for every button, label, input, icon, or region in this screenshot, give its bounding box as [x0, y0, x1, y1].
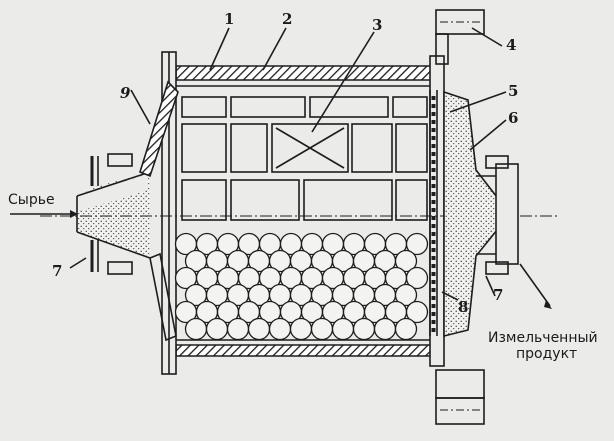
callout-5: 5 — [508, 82, 518, 100]
grate-slot — [431, 264, 436, 268]
callout-8: 8 — [458, 298, 468, 316]
grinding-ball — [268, 317, 292, 341]
grate-slot — [431, 296, 436, 300]
grate-slot — [431, 96, 436, 100]
grate-slot — [431, 240, 436, 244]
grate-slot — [431, 104, 436, 108]
grinding-ball — [405, 266, 429, 290]
inlet-label: Сырье — [8, 192, 55, 208]
callout-4: 4 — [506, 36, 516, 54]
grate-slot — [431, 256, 436, 260]
grinding-ball — [394, 249, 418, 273]
grinding-ball — [184, 317, 208, 341]
callout-7-right: 7 — [493, 286, 503, 304]
grate-slot — [431, 288, 436, 292]
grate-slot — [431, 152, 436, 156]
outlet-trunnion — [443, 90, 519, 338]
grinding-ball — [373, 317, 397, 341]
grate-slot — [431, 136, 436, 140]
grinding-ball — [394, 283, 418, 307]
left-bearing — [90, 153, 133, 275]
callout-6: 6 — [508, 109, 518, 127]
grate-slot — [431, 160, 436, 164]
grinding-ball — [331, 317, 355, 341]
callout-7-left: 7 — [52, 262, 62, 280]
inlet-cover — [139, 80, 179, 342]
grate-slot — [431, 192, 436, 196]
grate-slot — [431, 304, 436, 308]
grate-slot — [431, 112, 436, 116]
grate-slot — [431, 184, 436, 188]
grinding-balls — [174, 232, 429, 341]
grate-slot — [431, 120, 436, 124]
leader-lines — [10, 27, 552, 309]
grate-slot — [431, 320, 436, 324]
grinding-ball — [405, 300, 429, 324]
grinding-ball — [394, 317, 418, 341]
grinding-ball — [405, 232, 429, 256]
grate-slot — [431, 200, 436, 204]
grate-slot — [431, 232, 436, 236]
callout-3: 3 — [372, 16, 382, 34]
grate-slot — [431, 144, 436, 148]
discharge-grate — [429, 90, 438, 336]
callout-2: 2 — [282, 10, 292, 28]
grate-slot — [431, 168, 436, 172]
callout-9: 9 — [120, 84, 131, 102]
inlet-trunnion — [76, 171, 151, 259]
gear-rim — [435, 9, 485, 425]
grate-slot — [431, 216, 436, 220]
grinding-ball — [247, 317, 271, 341]
outlet-label-line2: продукт — [516, 346, 577, 362]
grate-slot — [431, 280, 436, 284]
grinding-ball — [226, 317, 250, 341]
grinding-ball — [205, 317, 229, 341]
grate-slot — [431, 312, 436, 316]
grate-slot — [431, 224, 436, 228]
callout-1: 1 — [224, 10, 234, 28]
grate-slot — [431, 328, 436, 332]
liner-plates — [181, 96, 428, 221]
grate-slot — [431, 128, 436, 132]
grate-slot — [431, 208, 436, 212]
grate-slot — [431, 248, 436, 252]
outlet-label-line1: Измельченный — [488, 330, 598, 346]
grinding-ball — [352, 317, 376, 341]
grate-slot — [431, 176, 436, 180]
grinding-ball — [310, 317, 334, 341]
grate-slot — [431, 272, 436, 276]
grinding-ball — [289, 317, 313, 341]
